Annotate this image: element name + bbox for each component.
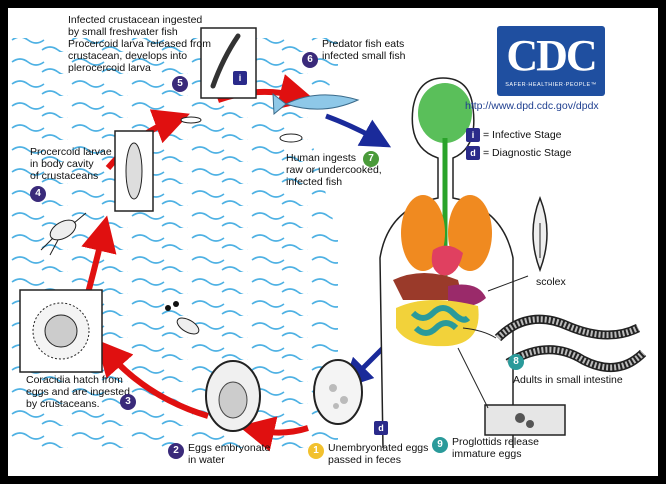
- step-3-label: Coracidia hatch from eggs and are ingest…: [26, 374, 130, 410]
- step-1-number: 1: [308, 443, 324, 459]
- life-cycle-diagram: CDC SAFER·HEALTHIER·PEOPLE™ http://www.d…: [8, 8, 658, 476]
- unembryonated-egg: [314, 360, 362, 424]
- cdc-logo-tagline: SAFER·HEALTHIER·PEOPLE™: [497, 82, 605, 88]
- infective-stage-legend: = Infective Stage: [483, 129, 562, 141]
- step-8-number: 8: [508, 354, 524, 370]
- step-5-number: 5: [172, 76, 188, 92]
- diagnostic-stage-icon: d: [466, 146, 480, 160]
- step-1-label: Unembryonated eggs passed in feces: [328, 442, 428, 466]
- cdc-logo-text: CDC: [497, 30, 605, 81]
- step-2-label: Eggs embryonate in water: [188, 442, 270, 466]
- diagnostic-stage-badge: d: [374, 421, 388, 435]
- scolex-label: scolex: [536, 276, 566, 288]
- step-4-number: 4: [30, 186, 46, 202]
- infective-stage-badge: i: [233, 71, 247, 85]
- step-7-number: 7: [363, 151, 379, 167]
- step-4-label: Procercoid larvae in body cavity of crus…: [30, 146, 112, 182]
- step-3-number: 3: [120, 394, 136, 410]
- diagnostic-stage-legend: = Diagnostic Stage: [483, 147, 571, 159]
- proglottid-drawing: [485, 405, 565, 435]
- arrow-6-to-7: [326, 116, 378, 140]
- step-6-number: 6: [302, 52, 318, 68]
- cdc-url-link[interactable]: http://www.dpd.cdc.gov/dpdx: [465, 100, 599, 112]
- step-2-number: 2: [168, 443, 184, 459]
- infective-stage-icon: i: [466, 128, 480, 142]
- step-8-label: Adults in small intestine: [513, 374, 623, 386]
- cdc-logo: CDC SAFER·HEALTHIER·PEOPLE™: [497, 26, 605, 96]
- step-6-label: Predator fish eats infected small fish: [322, 38, 405, 62]
- step-9-number: 9: [432, 437, 448, 453]
- step-9-label: Proglottids release immature eggs: [452, 436, 539, 460]
- small-fish: [181, 117, 201, 123]
- step-5-label: Infected crustacean ingested by small fr…: [68, 14, 211, 74]
